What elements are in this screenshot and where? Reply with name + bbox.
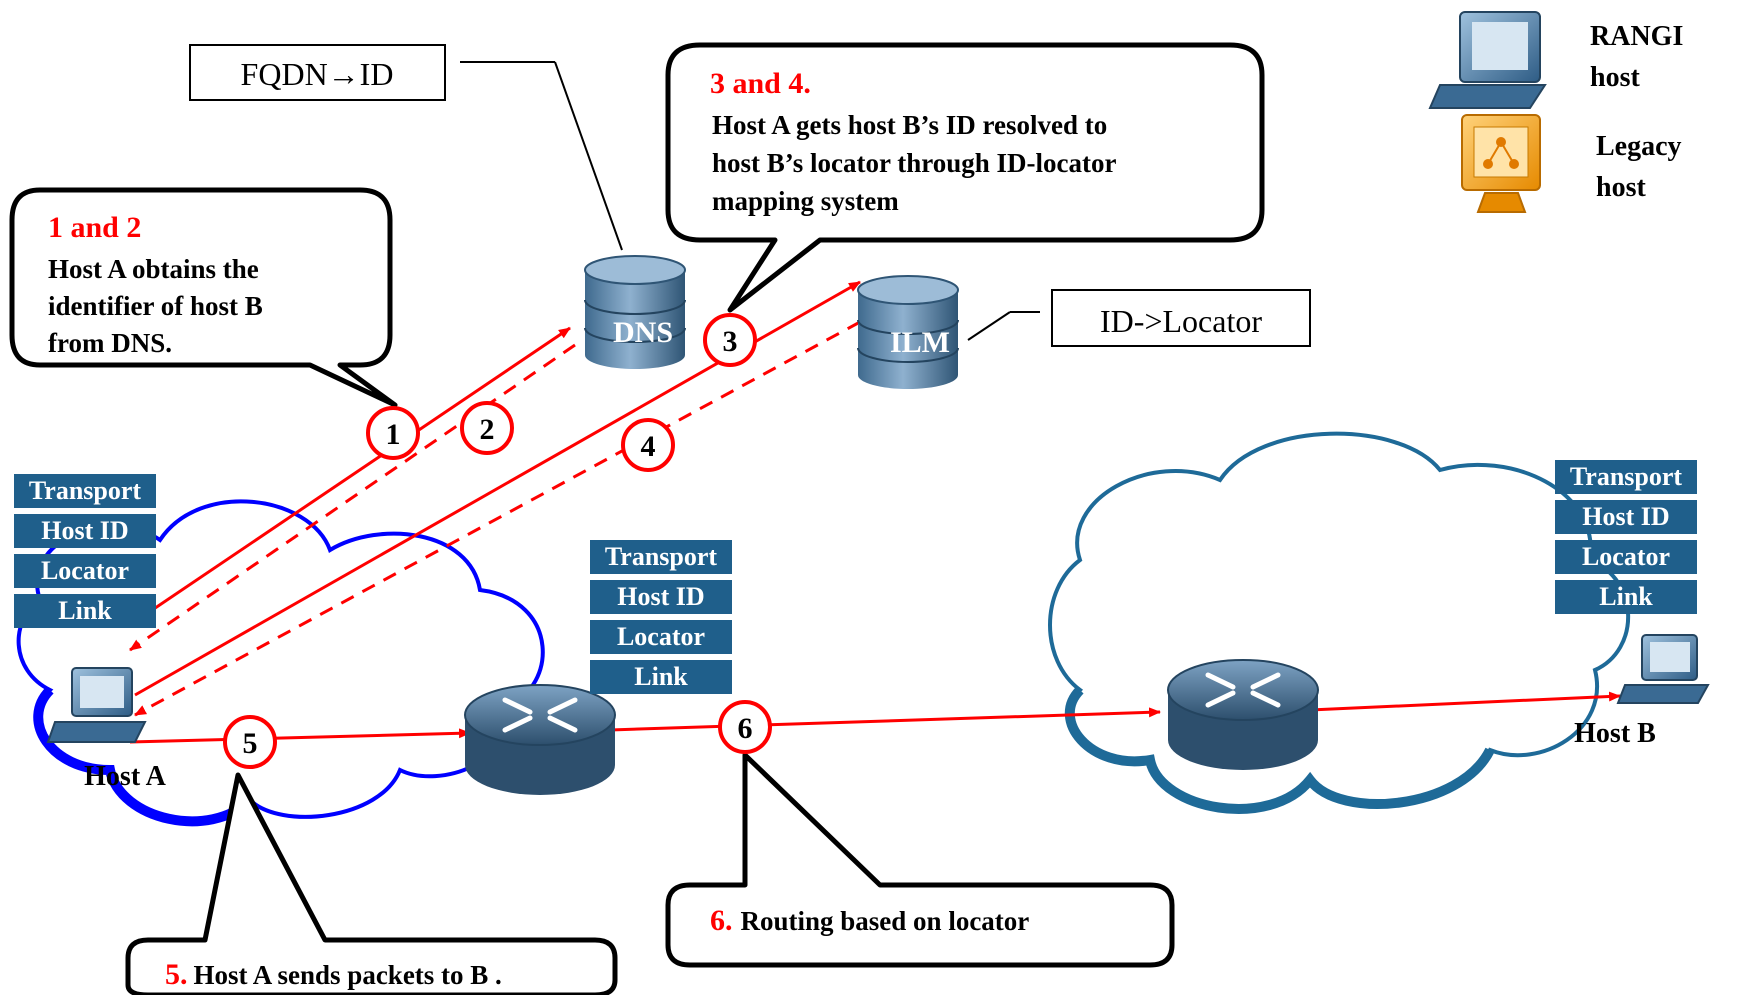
stack-host-b-layer-label: Transport [1570,462,1683,491]
stack-host-a-layer-label: Host ID [41,516,128,545]
stack-host-b-layer-box [1555,460,1697,494]
step5-line [129,728,471,744]
fqdn-label-box: FQDN→ID [189,44,623,251]
callout-step12-title: 1 and 2 [48,211,141,244]
legend-rangi-line2: host [1590,62,1640,93]
callout-step5-body: Host A sends packets to B . [194,960,502,990]
stack-router-layer-label: Transport [605,542,718,571]
callout-step12-line1: Host A obtains the [48,254,259,284]
step-5-label: 5 [243,727,258,760]
step-4-circle [621,418,675,472]
callout-step6: 6. Routing based on locator [665,752,1175,968]
stack-host-b-layer-box [1555,540,1697,574]
callout-step6-body: Routing based on locator [741,906,1030,936]
callout-step12-line2: identifier of host B [48,291,263,321]
ilm-label: ILM [890,326,950,359]
router-right-icon [1167,659,1319,770]
stack-router-layer-label: Link [634,662,688,691]
stack-host-a-layer-box [14,514,156,548]
step-3-label: 3 [723,325,738,358]
id-locator-label-box: ID->Locator [967,289,1311,347]
step-4-label: 4 [641,430,656,463]
router-to-hostb-line [1309,691,1621,712]
callout-step6-text: 6. Routing based on locator [710,904,1029,937]
stack-host-b-layer-box [1555,580,1697,614]
router-left-icon [464,684,616,795]
stack-router-layer-box [590,620,732,654]
stack-host-b-layer-label: Locator [1582,542,1670,571]
step-circles: 1 2 3 4 5 6 [223,313,772,769]
callout-step5-text: 5.Host A sends packets to B . [165,958,502,991]
rangi-host-icon [1428,11,1547,109]
dns-database-icon: DNS [584,255,686,369]
callout-step5: 5.Host A sends packets to B . [125,772,618,995]
stack-router-layer-box [590,580,732,614]
dns-label: DNS [613,316,673,349]
stack-host-b-layer-label: Host ID [1582,502,1669,531]
step1-line [129,326,571,627]
callout-step34-line1: Host A gets host B’s ID resolved to [712,110,1107,140]
stack-host-a-layer-box [14,474,156,508]
step-2-label: 2 [480,413,495,446]
step4-line [134,320,861,717]
stack-host-a-layer-label: Link [58,596,112,625]
host-a-label: Host A [84,761,166,792]
step-2-circle [460,401,514,455]
right-cloud [1048,431,1631,814]
callout-step34-line2: host B’s locator through ID-locator [712,148,1117,178]
step6-line [609,707,1161,732]
stack-router-layer-box [590,660,732,694]
legend-legacy-line2: host [1596,172,1646,203]
host-b-icon [1616,634,1710,704]
step-1-label: 1 [386,418,401,451]
stack-router-layer-label: Host ID [617,582,704,611]
callout-step12-line3: from DNS. [48,328,172,358]
legend-rangi-line1: RANGI [1590,21,1683,52]
step-6-circle [718,700,772,754]
ilm-database-icon: ILM [857,275,959,389]
fqdn-label: FQDN→ID [241,56,394,92]
stack-host-b-layer-label: Link [1599,582,1653,611]
legend-legacy-line1: Legacy [1596,131,1682,162]
step-3-circle [703,313,757,367]
legacy-host-icon [1461,114,1541,213]
callout-step34: 3 and 4. Host A gets host B’s ID resolve… [665,42,1265,313]
stack-host-a-layer-label: Locator [41,556,129,585]
stack-router-layer-label: Locator [617,622,705,651]
callout-step34-title: 3 and 4. [710,67,811,100]
callout-step6-num: 6. [710,904,733,937]
stack-router-layer-box [590,540,732,574]
legend: RANGI host Legacy host [1428,11,1683,213]
id-locator-label: ID->Locator [1100,303,1262,339]
step2-line [129,343,576,652]
host-a-icon [46,667,147,743]
callout-step5-num: 5. [165,958,188,991]
step-6-label: 6 [738,712,753,745]
stack-host-a-layer-label: Transport [29,476,142,505]
stack-host-a-layer-box [14,594,156,628]
host-b-label: Host B [1574,718,1656,749]
callout-step12: 1 and 2 Host A obtains the identifier of… [9,187,398,408]
step-1-circle [366,406,420,460]
stack-host-a-layer-box [14,554,156,588]
callout-step34-line3: mapping system [712,186,899,216]
stack-host-b-layer-box [1555,500,1697,534]
step-5-circle [223,715,277,769]
